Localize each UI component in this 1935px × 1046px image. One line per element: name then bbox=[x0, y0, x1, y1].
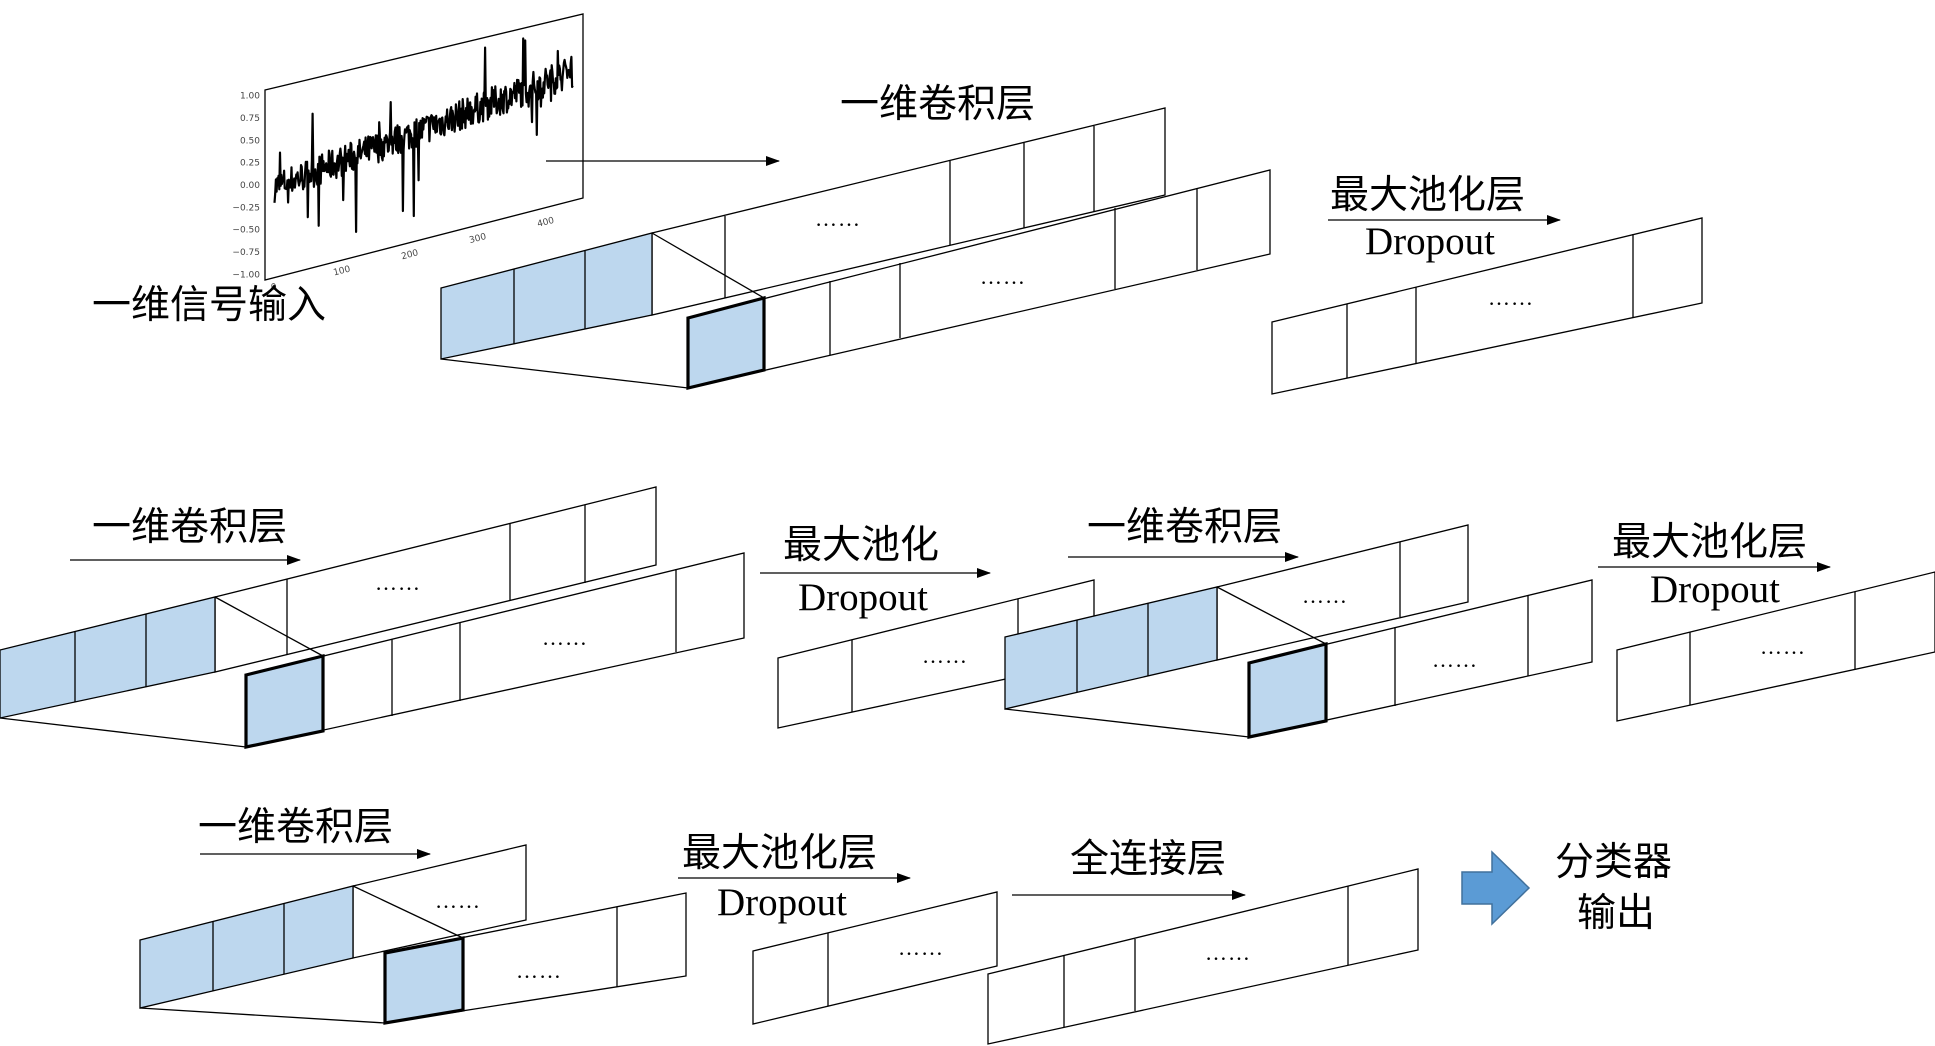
ellipsis: …… bbox=[815, 206, 861, 231]
conv4-block: …… …… bbox=[139, 844, 687, 1025]
ellipsis: …… bbox=[1432, 647, 1478, 672]
fc-label: 全连接层 bbox=[1070, 837, 1226, 882]
x-tick-label: 0 bbox=[270, 282, 278, 293]
conv3-input-kernel bbox=[1004, 586, 1218, 710]
conv4-label: 一维卷积层 bbox=[198, 805, 393, 850]
plot-y-ticks: 1.00 0.75 0.50 0.25 0.00 −0.25 −0.50 −0.75 −1.00 bbox=[232, 92, 260, 281]
conv4-input-kernel bbox=[139, 885, 354, 1009]
conv3-label: 一维卷积层 bbox=[1087, 505, 1282, 550]
conv4-output-kernel bbox=[383, 936, 465, 1025]
pool2-label-line1: 最大池化 bbox=[783, 523, 939, 568]
pool4-label-line1: 最大池化层 bbox=[682, 831, 877, 876]
pool1-block: …… bbox=[1271, 217, 1703, 395]
conv3-block: …… …… bbox=[1004, 524, 1593, 739]
output-label-line1: 分类器 bbox=[1555, 840, 1672, 885]
ellipsis: …… bbox=[1205, 940, 1251, 965]
conv2-input-kernel bbox=[0, 596, 216, 719]
plot-x-ticks: 0 100 200 300 400 bbox=[270, 216, 556, 293]
conv1-input-kernel bbox=[440, 232, 653, 360]
pool4-label-line2: Dropout bbox=[717, 881, 847, 924]
ellipsis: …… bbox=[516, 958, 562, 983]
pool1-label-line1: 最大池化层 bbox=[1330, 173, 1525, 218]
plot-frame bbox=[264, 13, 584, 281]
output-arrow-icon bbox=[1461, 850, 1531, 926]
conv1-output-kernel bbox=[686, 295, 766, 391]
x-tick-label: 100 bbox=[332, 265, 351, 279]
conv1-label: 一维卷积层 bbox=[840, 82, 1035, 127]
y-tick-label: −0.50 bbox=[232, 226, 260, 236]
signal-input-label: 一维信号输入 bbox=[92, 283, 326, 328]
ellipsis: …… bbox=[898, 935, 944, 960]
conv2-label: 一维卷积层 bbox=[92, 505, 287, 550]
ellipsis: …… bbox=[1760, 634, 1806, 659]
y-tick-label: 0.25 bbox=[240, 159, 260, 169]
pool3-label-line2: Dropout bbox=[1650, 568, 1780, 611]
ellipsis: …… bbox=[542, 625, 588, 650]
x-tick-label: 200 bbox=[400, 248, 419, 262]
y-tick-label: −0.75 bbox=[232, 248, 260, 258]
pool3-label-line1: 最大池化层 bbox=[1612, 520, 1807, 565]
y-tick-label: −1.00 bbox=[232, 270, 260, 280]
y-tick-label: 0.00 bbox=[240, 181, 260, 191]
pool4-block: …… bbox=[752, 891, 998, 1025]
x-tick-label: 300 bbox=[468, 232, 487, 246]
ellipsis: …… bbox=[922, 643, 968, 668]
y-tick-label: −0.25 bbox=[232, 203, 260, 213]
ellipsis: …… bbox=[980, 264, 1026, 289]
conv3-output-kernel bbox=[1247, 641, 1328, 739]
ellipsis: …… bbox=[435, 888, 481, 913]
signal-waveform bbox=[273, 37, 574, 233]
x-tick-label: 400 bbox=[536, 216, 555, 230]
ellipsis: …… bbox=[375, 570, 421, 595]
ellipsis: …… bbox=[1302, 583, 1348, 608]
pool1-band bbox=[1271, 217, 1703, 395]
y-tick-label: 1.00 bbox=[240, 92, 260, 102]
y-tick-label: 0.50 bbox=[240, 136, 260, 146]
conv2-block: …… …… bbox=[0, 486, 745, 749]
pool1-label-line2: Dropout bbox=[1365, 220, 1495, 263]
y-tick-label: 0.75 bbox=[240, 114, 260, 124]
pool2-label-line2: Dropout bbox=[798, 576, 928, 619]
fc-band bbox=[987, 868, 1419, 1045]
pool3-block: …… bbox=[1616, 571, 1935, 722]
signal-plot: 1.00 0.75 0.50 0.25 0.00 −0.25 −0.50 −0.75 −1.00… bbox=[232, 13, 584, 293]
conv2-output-kernel bbox=[244, 653, 325, 749]
ellipsis: …… bbox=[1488, 285, 1534, 310]
pool4-band bbox=[752, 891, 998, 1025]
fc-block: …… bbox=[987, 868, 1419, 1045]
output-label-line2: 输出 bbox=[1577, 891, 1655, 936]
conv1-block: …… …… bbox=[440, 107, 1271, 391]
